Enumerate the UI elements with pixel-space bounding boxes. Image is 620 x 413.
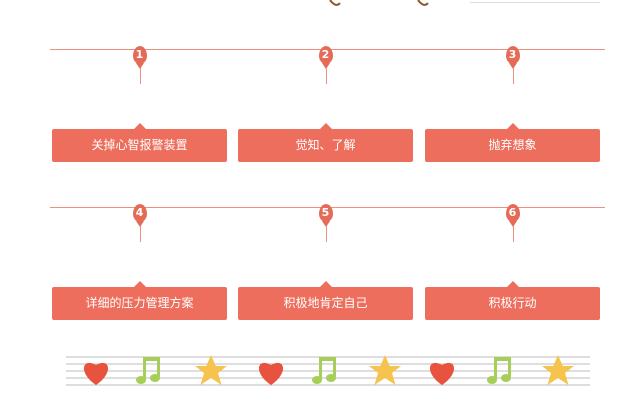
heart-icon xyxy=(84,363,108,385)
connector xyxy=(513,68,514,84)
top-decoration xyxy=(0,0,620,14)
star-icon xyxy=(195,355,227,385)
connector xyxy=(140,68,141,84)
star-icon xyxy=(542,355,574,385)
step-5: 5 积极地肯定自己 xyxy=(238,204,413,344)
step-label: 觉知、了解 xyxy=(238,129,413,162)
step-number-badge: 3 xyxy=(506,46,520,64)
star-icon xyxy=(369,355,401,385)
music-staff-decoration xyxy=(66,351,590,391)
step-label: 积极行动 xyxy=(425,287,600,320)
heart-icon xyxy=(430,363,454,385)
step-label: 关掉心智报警装置 xyxy=(52,129,227,162)
step-number-badge: 2 xyxy=(319,46,333,64)
step-3: 3 抛弃想象 xyxy=(425,46,600,186)
connector xyxy=(326,68,327,84)
step-1: 1 关掉心智报警装置 xyxy=(52,46,227,186)
connector xyxy=(513,226,514,242)
step-number-badge: 6 xyxy=(506,204,520,222)
step-label: 详细的压力管理方案 xyxy=(52,287,227,320)
heart-icon xyxy=(259,363,283,385)
connector xyxy=(326,226,327,242)
connector xyxy=(140,226,141,242)
step-number-badge: 4 xyxy=(133,204,147,222)
step-4: 4 详细的压力管理方案 xyxy=(52,204,227,344)
step-2: 2 觉知、了解 xyxy=(238,46,413,186)
step-6: 6 积极行动 xyxy=(425,204,600,344)
step-number-badge: 5 xyxy=(319,204,333,222)
step-number-badge: 1 xyxy=(133,46,147,64)
step-label: 抛弃想象 xyxy=(425,129,600,162)
step-label: 积极地肯定自己 xyxy=(238,287,413,320)
